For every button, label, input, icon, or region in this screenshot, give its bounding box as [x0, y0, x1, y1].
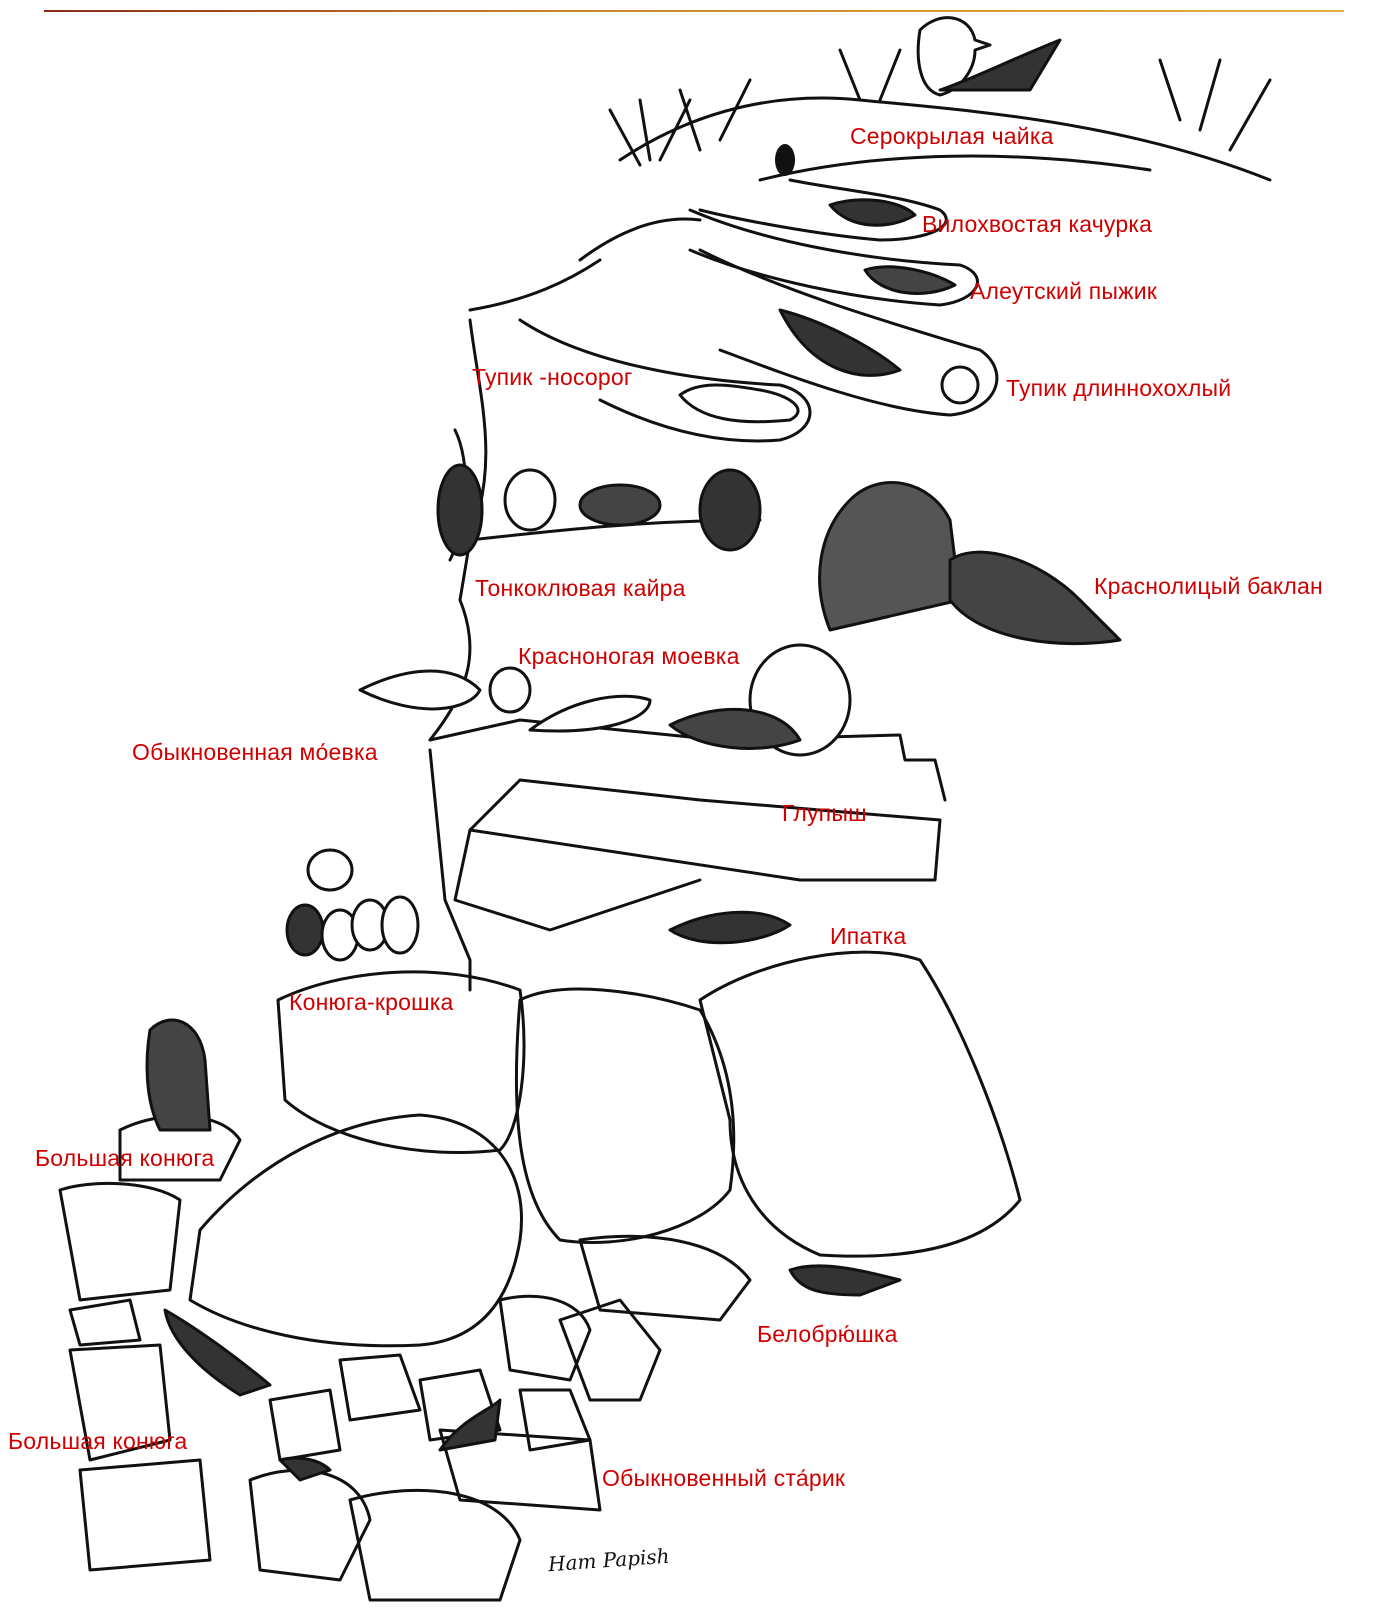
label-parakeet-auklet: Белобрю́шка — [757, 1320, 898, 1348]
label-cassins-auklet: Алеутский пыжик — [970, 277, 1157, 305]
label-rhino-auklet: Тупик -носорог — [472, 363, 633, 391]
burrow-hole — [775, 144, 795, 176]
label-ancient-murrelet: Обыкновенный ста́рик — [602, 1464, 845, 1492]
label-tufted-puffin: Тупик длиннохохлый — [1006, 374, 1231, 402]
label-crested-auklet-upper: Большая конюга — [35, 1144, 214, 1172]
label-thick-billed-murre: Тонкоклювая кайра — [475, 574, 686, 602]
label-least-auklet: Конюга-крошка — [289, 988, 454, 1016]
label-glaucous-gull: Серокрылая чайка — [850, 122, 1054, 150]
label-fulmar: Глупыш — [782, 799, 867, 827]
label-red-faced-cormorant: Краснолицый баклан — [1094, 572, 1323, 600]
label-storm-petrel: Вилохвостая качурка — [922, 210, 1152, 238]
label-red-legged-kittiwake: Красноногая моевка — [518, 642, 740, 670]
label-horned-puffin: Ипатка — [830, 922, 906, 950]
label-crested-auklet-lower: Большая конюга — [8, 1427, 187, 1455]
label-kittiwake: Обыкновенная мо́евка — [132, 738, 378, 766]
